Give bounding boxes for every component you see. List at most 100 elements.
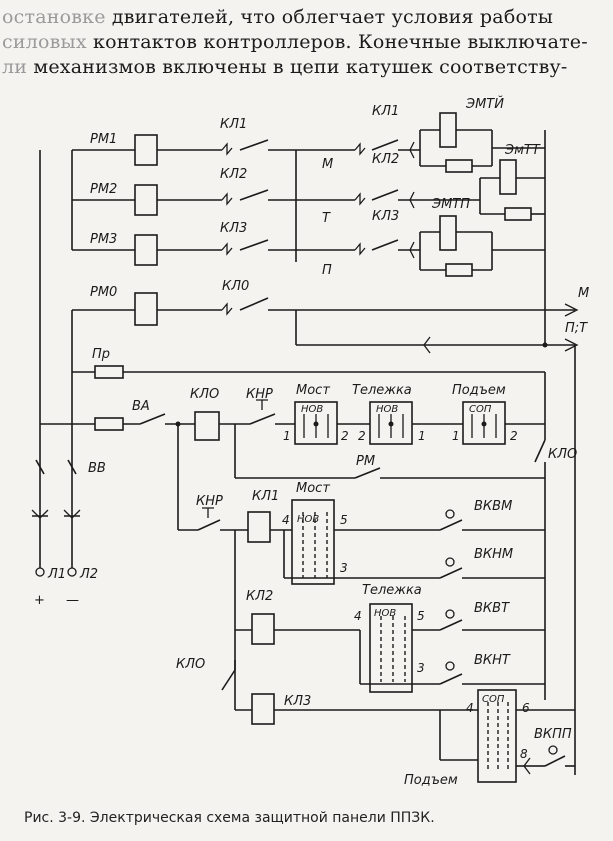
label-num: 4 — [282, 513, 290, 527]
label-nov: НОВ — [301, 404, 323, 415]
label-most: Мост — [296, 383, 330, 398]
label-num: 2 — [358, 429, 366, 443]
label-rm: РМ — [356, 454, 375, 469]
controller-podem-2 — [477, 689, 517, 783]
label-vknt: ВКНТ — [474, 653, 511, 668]
relay-pm2-coil — [134, 184, 158, 216]
lower-section — [178, 345, 576, 783]
label-vkpp: ВКПП — [534, 727, 572, 742]
label-kl3-right: КЛ3 — [372, 209, 399, 224]
supply-terminals — [31, 430, 81, 577]
resistor — [445, 159, 473, 173]
label-kl1: КЛ1 — [220, 117, 247, 132]
label-num: 5 — [340, 513, 348, 527]
label-podem-2: Подъем — [404, 773, 458, 788]
label-kl3: КЛ3 — [220, 221, 247, 236]
text-fragment: силовых — [2, 31, 87, 53]
label-num: 4 — [466, 701, 474, 715]
label-kl0-lower: КЛО — [176, 657, 205, 672]
label-num: 3 — [417, 661, 425, 675]
label-kl1-right: КЛ1 — [372, 104, 399, 119]
label-num: 3 — [340, 561, 348, 575]
label-vkvm: ВКВМ — [474, 499, 512, 514]
relay-kl0-coil — [194, 411, 220, 441]
control-section — [40, 365, 546, 700]
label-va: ВА — [132, 399, 150, 414]
label-sop: СОП — [482, 694, 505, 705]
label-kl2-lower: КЛ2 — [246, 589, 273, 604]
label-sop: СОП — [469, 404, 492, 415]
label-kl2-right: КЛ2 — [372, 152, 399, 167]
label-nov: НОВ — [297, 514, 319, 525]
label-emtt: ЭмТТ — [504, 143, 541, 158]
label-kl2: КЛ2 — [220, 167, 247, 182]
label-num: 1 — [452, 429, 460, 443]
label-pt-right: П;Т — [565, 321, 588, 336]
body-text-line-3: ли механизмов включены в цепи катушек со… — [2, 56, 607, 78]
relay-kl2-coil — [251, 613, 275, 645]
electromagnet-emti — [439, 112, 457, 148]
diagram-labels: PM1 PM2 PM3 PM0 КЛ1 КЛ2 КЛ3 КЛ0 КЛ1 КЛ2 … — [34, 96, 589, 788]
electromagnet-emtt — [499, 159, 517, 195]
resistor — [445, 263, 473, 277]
label-num: 1 — [418, 429, 426, 443]
fuse — [94, 417, 124, 431]
label-nov: НОВ — [376, 404, 398, 415]
label-kl1-lower: КЛ1 — [252, 489, 279, 504]
text-fragment: ли — [2, 56, 28, 78]
label-vkvt: ВКВТ — [474, 601, 510, 616]
label-num: 4 — [354, 609, 362, 623]
label-l1: Л1 — [47, 567, 66, 582]
label-kl0-right: КЛО — [548, 447, 577, 462]
text-fragment: механизмов включены в цепи катушек соотв… — [27, 56, 568, 78]
label-nov: НОВ — [374, 608, 396, 619]
label-telezhka-2: Тележка — [362, 583, 422, 598]
upper-power-section — [39, 112, 579, 430]
relay-kl1-coil — [247, 511, 271, 543]
label-kl3-lower: КЛ3 — [284, 694, 311, 709]
label-emti: ЭМТЙ — [465, 96, 504, 112]
electromagnet-emtp — [439, 215, 457, 251]
label-t: Т — [322, 211, 331, 226]
figure-caption: Рис. 3-9. Электрическая схема защитной п… — [24, 810, 435, 826]
text-fragment: остановке — [2, 6, 106, 28]
resistor — [504, 207, 532, 221]
label-kl0-coil: КЛО — [190, 387, 219, 402]
label-knr: КНР — [246, 387, 273, 402]
label-pm2: PM2 — [90, 182, 117, 197]
label-p: П — [322, 263, 332, 278]
label-num: 2 — [510, 429, 518, 443]
label-num: 6 — [522, 701, 530, 715]
label-emtp: ЭМТП — [431, 197, 470, 212]
label-podem: Подъем — [452, 383, 506, 398]
label-vknm: ВКНМ — [474, 547, 513, 562]
label-pr: Пр — [92, 347, 110, 362]
relay-pm3-coil — [134, 234, 158, 266]
label-m: М — [322, 157, 333, 172]
label-knr-2: КНР — [196, 494, 223, 509]
text-fragment: контактов контроллеров. Конечные выключа… — [86, 31, 588, 53]
relay-pm0-coil — [134, 292, 158, 326]
label-pm3: PM3 — [90, 232, 117, 247]
label-num: 1 — [283, 429, 291, 443]
label-l2: Л2 — [79, 567, 98, 582]
label-kl0: КЛ0 — [222, 279, 249, 294]
relay-kl3-coil — [251, 693, 275, 725]
label-vv: ВВ — [88, 461, 106, 476]
label-telezhka: Тележка — [352, 383, 412, 398]
fuse-pr — [94, 365, 124, 379]
label-most-2: Мост — [296, 481, 330, 496]
terminal-l1 — [35, 567, 45, 577]
text-fragment: двигателей, что облегчает условия работы — [105, 6, 554, 28]
label-num: 5 — [417, 609, 425, 623]
body-text-line-2: силовых контактов контроллеров. Конечные… — [2, 31, 607, 53]
label-minus: — — [66, 593, 79, 608]
label-plus: + — [34, 593, 45, 608]
label-num: 8 — [520, 747, 528, 761]
label-pm1: PM1 — [90, 132, 117, 147]
relay-pm1-coil — [134, 134, 158, 166]
label-m-right: М — [578, 286, 589, 301]
label-pm0: PM0 — [90, 285, 117, 300]
label-num: 2 — [341, 429, 349, 443]
